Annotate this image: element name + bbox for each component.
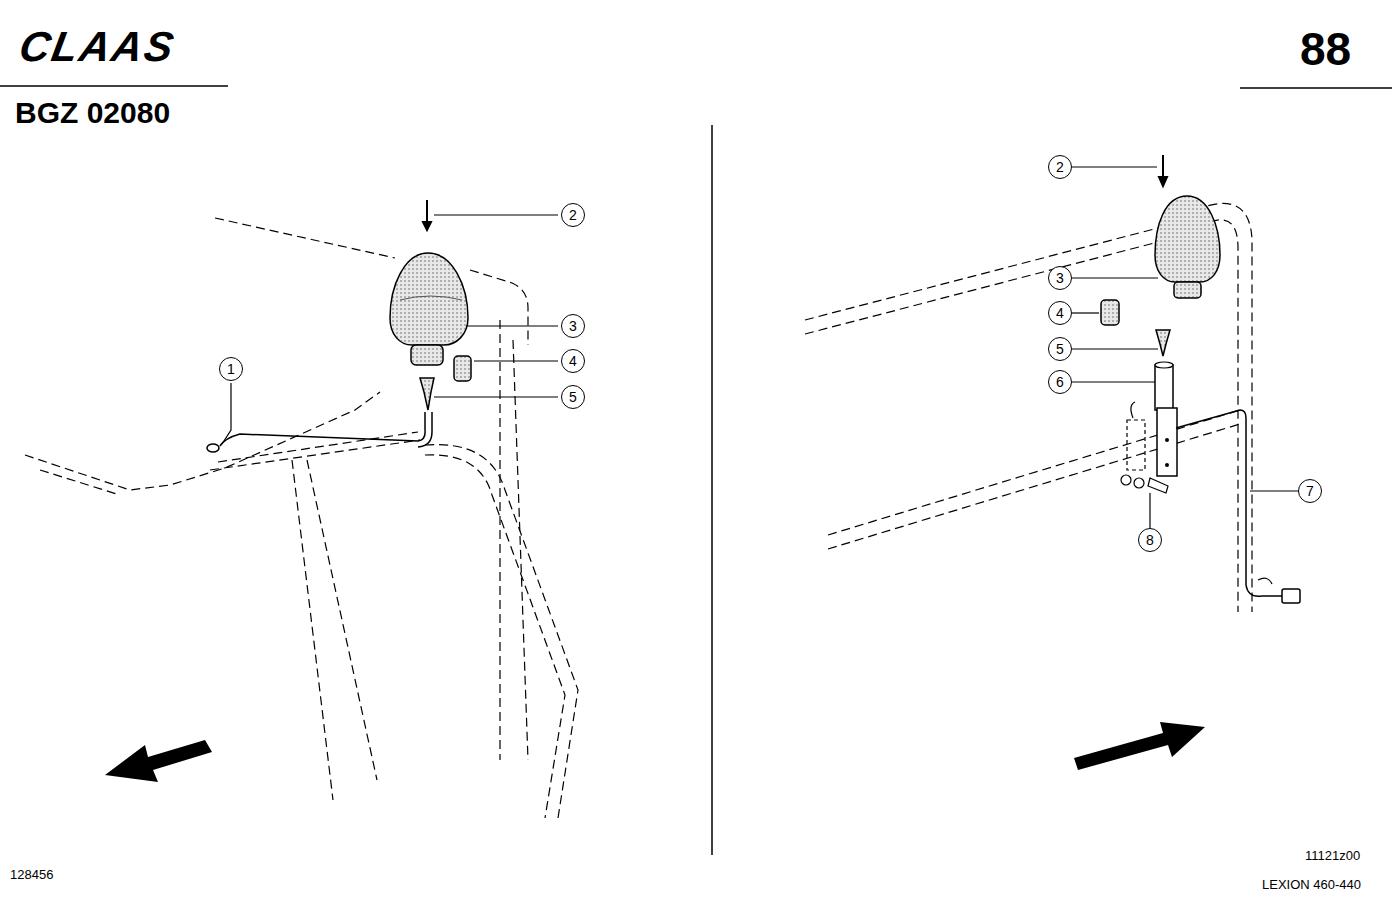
model-name: LEXION 460-440 bbox=[1262, 878, 1361, 891]
page-title: BGZ 02080 bbox=[15, 98, 170, 128]
callout-circle: 2 bbox=[561, 203, 585, 227]
callout-number: 3 bbox=[569, 319, 577, 333]
callout-number: 4 bbox=[569, 354, 577, 368]
callout-circle: 1 bbox=[219, 357, 243, 381]
figure-code: 11121z00 bbox=[1305, 849, 1360, 862]
page-number: 88 bbox=[1300, 26, 1351, 72]
callout-number: 5 bbox=[1056, 342, 1064, 356]
callout-number: 6 bbox=[1056, 375, 1064, 389]
callout-circle: 5 bbox=[1048, 337, 1072, 361]
callout-number: 8 bbox=[1146, 533, 1154, 547]
callout-number: 1 bbox=[227, 362, 235, 376]
callout-number: 2 bbox=[569, 208, 577, 222]
callout-circle: 6 bbox=[1048, 370, 1072, 394]
callout-circle: 8 bbox=[1138, 528, 1162, 552]
callout-circle: 5 bbox=[561, 385, 585, 409]
callout-number: 4 bbox=[1056, 306, 1064, 320]
callout-circle: 3 bbox=[561, 314, 585, 338]
drawing-number: 128456 bbox=[10, 868, 53, 881]
callout-number: 2 bbox=[1056, 160, 1064, 174]
brand-logo: CLAAS bbox=[16, 26, 178, 68]
callout-circle: 3 bbox=[1048, 266, 1072, 290]
callout-circle: 4 bbox=[561, 349, 585, 373]
callout-number: 7 bbox=[1306, 484, 1314, 498]
callout-number: 5 bbox=[569, 390, 577, 404]
callout-circle: 2 bbox=[1048, 155, 1072, 179]
callout-circle: 7 bbox=[1298, 479, 1322, 503]
callout-number: 3 bbox=[1056, 271, 1064, 285]
callout-circle: 4 bbox=[1048, 301, 1072, 325]
